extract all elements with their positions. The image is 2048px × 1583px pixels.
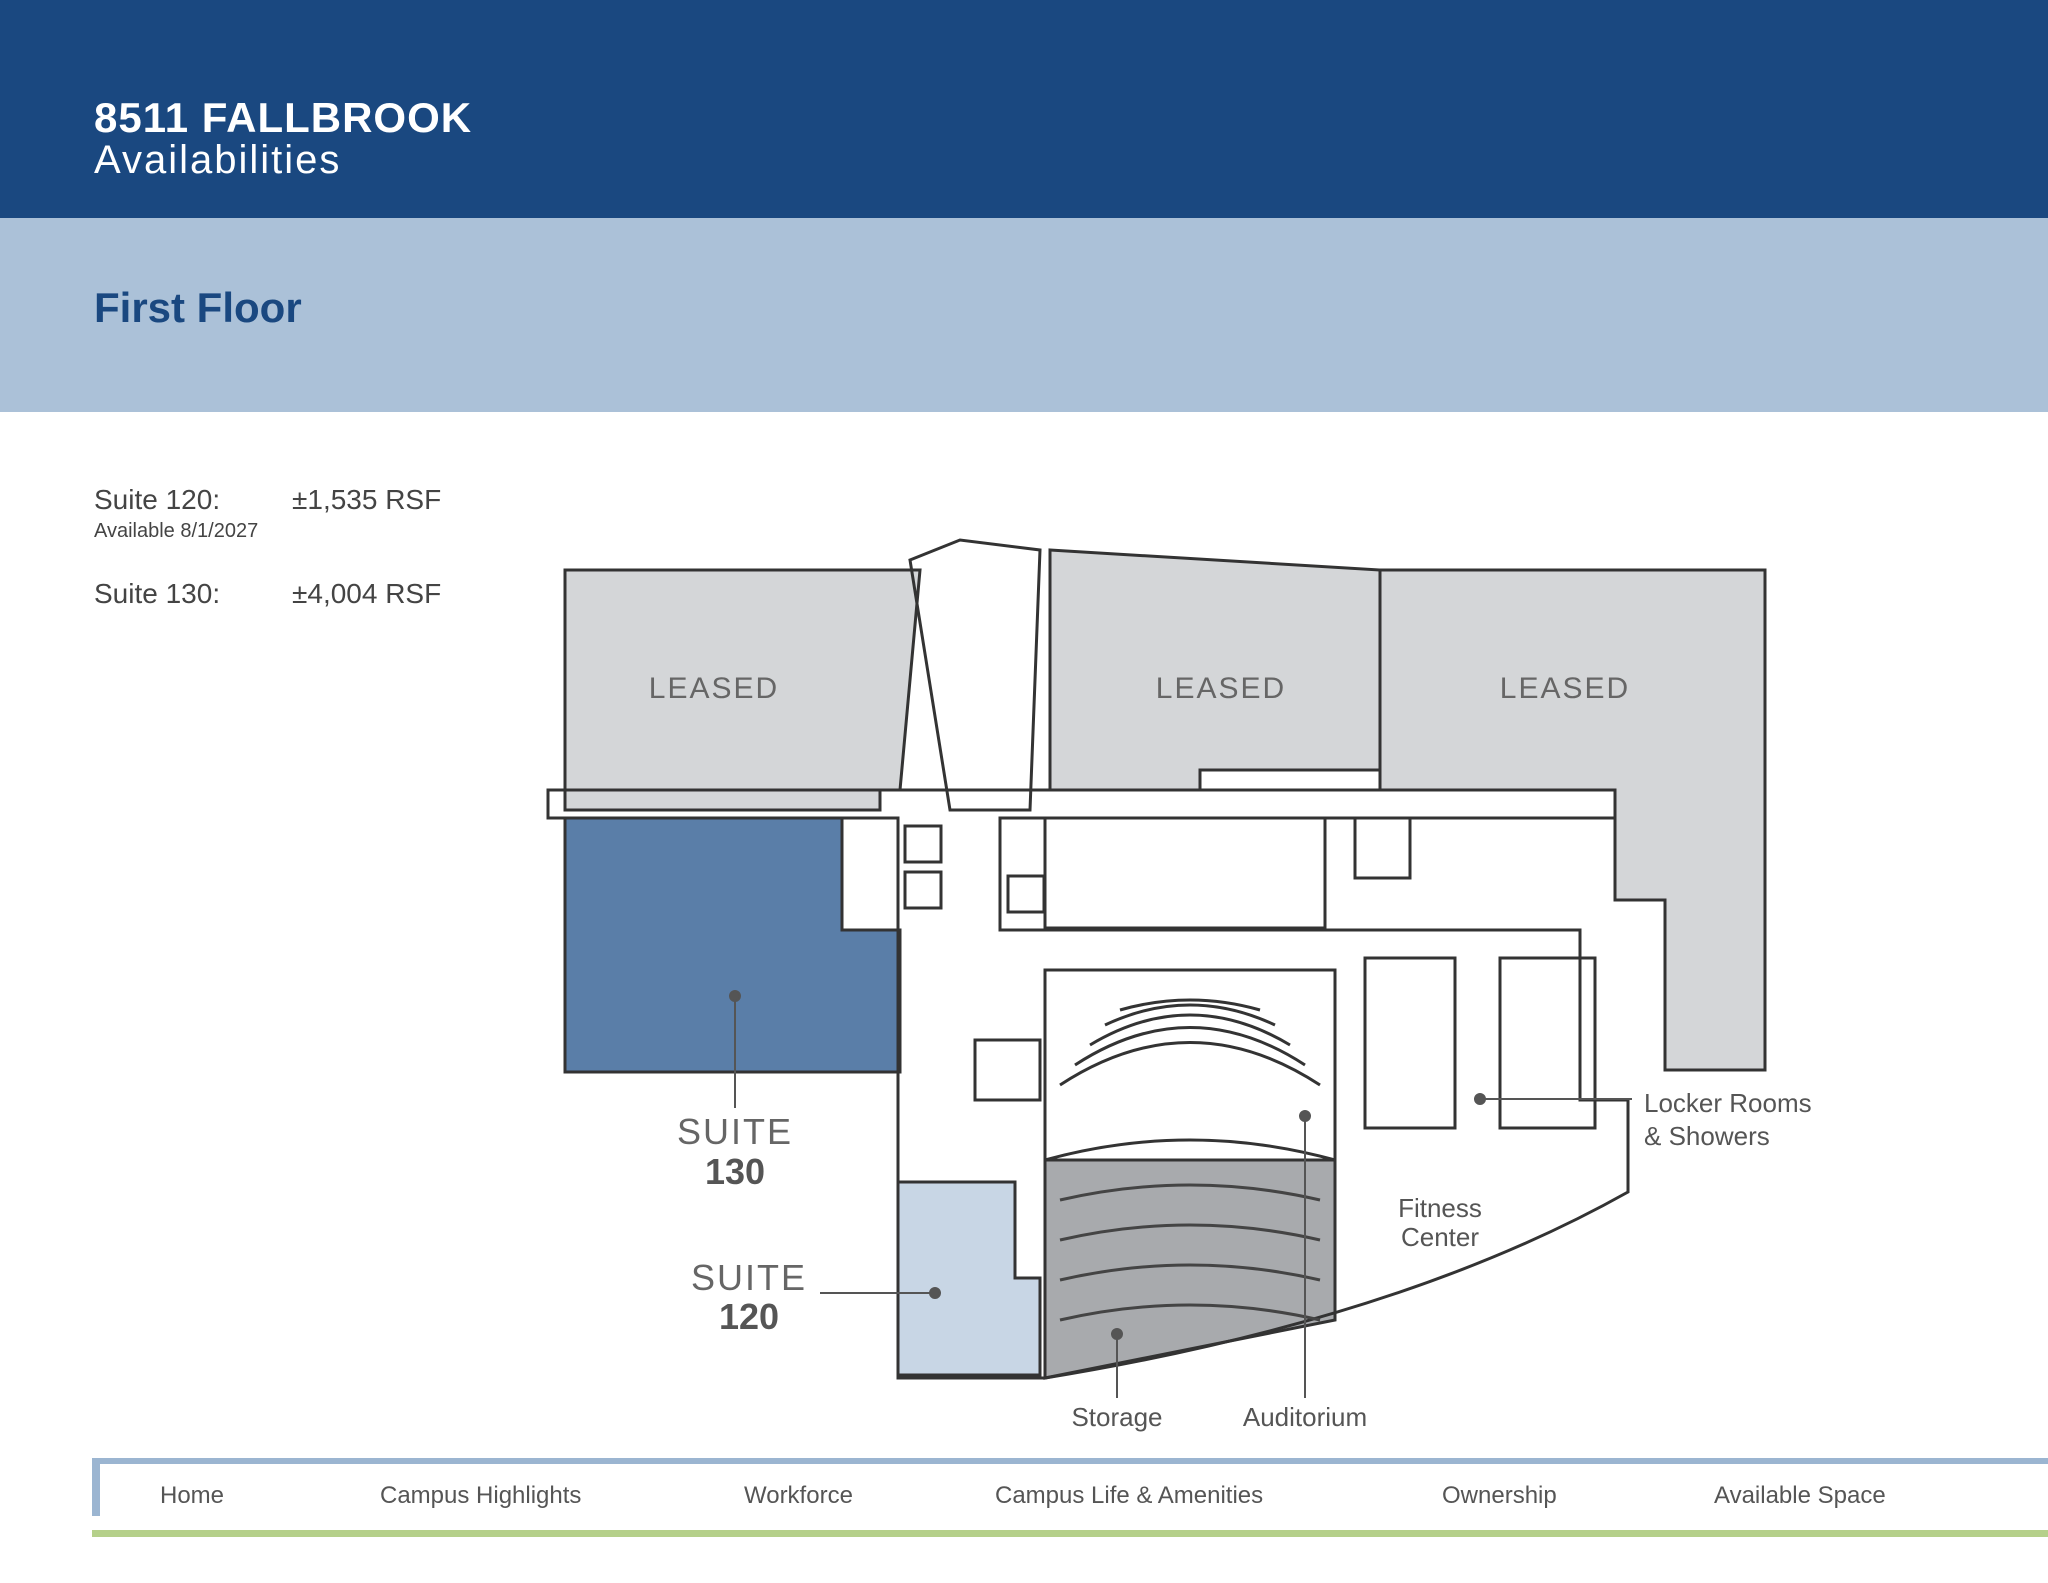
leased-area-east	[1378, 568, 1767, 1072]
locker-room-1	[1363, 956, 1457, 1130]
suite-120-word: SUITE	[691, 1257, 807, 1298]
leased-label-east: LEASED	[1500, 672, 1630, 705]
storage-row-2	[1059, 1223, 1321, 1242]
entry-lobby	[908, 538, 1042, 812]
elevator-box-1	[1353, 816, 1412, 880]
nav-top-rule	[92, 1458, 2048, 1464]
auditorium-label: Auditorium	[1243, 1402, 1367, 1432]
storage-row-1	[1059, 1183, 1321, 1202]
locker-label-line2: & Showers	[1644, 1121, 1770, 1151]
suite-130-number: 130	[705, 1151, 765, 1192]
storage-row-3	[1059, 1263, 1321, 1282]
suite-120-label: Suite 120:	[94, 484, 221, 515]
suite-120-marker	[929, 1287, 941, 1299]
elevator-box-2	[903, 824, 943, 864]
elevator-box-3	[903, 870, 943, 910]
suite-120-availability: Available 8/1/2027	[94, 520, 259, 542]
suite-130-size: ±4,004 RSF	[292, 578, 442, 609]
storage-area	[1043, 1158, 1337, 1380]
leased-label-west: LEASED	[649, 672, 779, 705]
property-title: 8511 FALLBROOK	[94, 94, 473, 141]
locker-marker	[1474, 1093, 1486, 1105]
suite-130-word: SUITE	[677, 1111, 793, 1152]
header-bar: 8511 FALLBROOK Availabilities	[0, 0, 2048, 218]
suite-130-label: Suite 130:	[94, 578, 221, 609]
auditorium-room	[1043, 968, 1337, 1162]
nav-workforce-link[interactable]: Workforce	[744, 1482, 853, 1509]
leased-label-center: LEASED	[1156, 672, 1286, 705]
suite-120-size: ±1,535 RSF	[292, 484, 442, 515]
fitness-label-line2: Center	[1401, 1222, 1479, 1252]
floor-band: First Floor	[0, 218, 2048, 412]
suite-120-area	[896, 1180, 1042, 1377]
storage-label: Storage	[1071, 1402, 1162, 1432]
seat-row-3	[1089, 1013, 1291, 1047]
storage-row-4	[1059, 1303, 1321, 1322]
nav-ownership-link[interactable]: Ownership	[1442, 1482, 1557, 1509]
suite-120-number: 120	[719, 1296, 779, 1337]
fitness-label-line1: Fitness	[1398, 1193, 1482, 1223]
seat-row-5	[1119, 998, 1261, 1012]
leased-area-center	[1048, 548, 1382, 792]
restroom-core	[1043, 816, 1327, 930]
locker-label-line1: Locker Rooms	[1644, 1088, 1812, 1118]
property-subtitle: Availabilities	[94, 138, 342, 182]
floor-title: First Floor	[94, 284, 302, 331]
storage-marker	[1111, 1328, 1123, 1340]
suite-130-area	[563, 816, 902, 1074]
suite-130-marker	[729, 990, 741, 1002]
nav-bottom-rule	[92, 1530, 2048, 1537]
nav-available-space-link[interactable]: Available Space	[1714, 1482, 1886, 1509]
footer-nav: Home Campus Highlights Workforce Campus …	[92, 1458, 2048, 1542]
nav-campus-life-link[interactable]: Campus Life & Amenities	[995, 1482, 1264, 1509]
auditorium-marker	[1299, 1110, 1311, 1122]
locker-room-2	[1498, 956, 1597, 1130]
seat-row-1	[1059, 1041, 1321, 1087]
seat-row-2	[1074, 1026, 1306, 1067]
stair	[973, 1038, 1042, 1102]
seat-row-4	[1104, 1003, 1276, 1027]
nav-home-link[interactable]: Home	[160, 1482, 225, 1509]
elevator-box-4	[1006, 874, 1046, 914]
nav-campus-highlights-link[interactable]: Campus Highlights	[380, 1482, 582, 1509]
nav-left-rule	[92, 1458, 100, 1516]
